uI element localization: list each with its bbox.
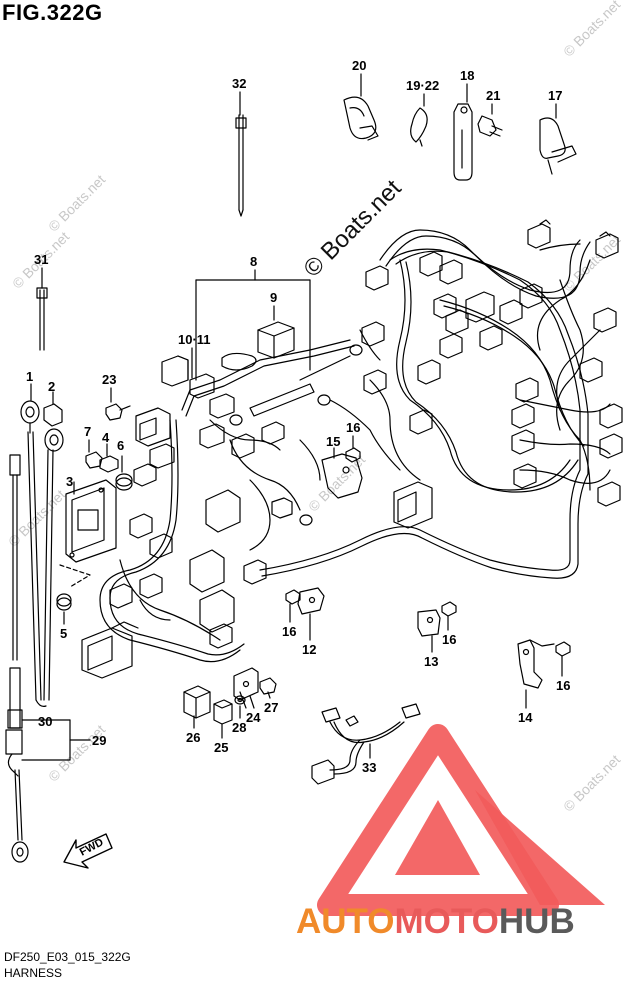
callout-6[interactable]: 6 — [117, 438, 124, 453]
callout-19-22[interactable]: 19·22 — [406, 78, 439, 93]
callout-20[interactable]: 20 — [352, 58, 366, 73]
bracket-12-icon[interactable] — [297, 587, 325, 615]
clamp-20-icon[interactable] — [343, 96, 379, 141]
collar-6-icon[interactable] — [115, 473, 133, 491]
bolt-7-icon[interactable] — [85, 451, 103, 469]
ecu-plate-3-icon[interactable] — [65, 479, 117, 563]
callout-10-11[interactable]: 10·11 — [178, 332, 211, 347]
sensor-connector-icon[interactable] — [361, 219, 623, 529]
clamp-17-icon[interactable] — [539, 117, 577, 175]
brand-part-moto: MOTO — [394, 902, 499, 941]
callout-28[interactable]: 28 — [232, 720, 246, 735]
callout-16[interactable]: 16 — [442, 632, 456, 647]
figure-name: HARNESS — [4, 966, 63, 980]
bracket-14-icon[interactable] — [517, 639, 555, 689]
bolt-16-icon[interactable] — [285, 447, 571, 657]
callout-30[interactable]: 30 — [38, 714, 52, 729]
callout-14[interactable]: 14 — [518, 710, 533, 725]
cable-tie-31-icon[interactable] — [36, 287, 48, 351]
fwd-arrow-icon — [63, 833, 113, 869]
automotohub-brand: AUTOMOTOHUB — [296, 902, 575, 942]
callout-9[interactable]: 9 — [270, 290, 277, 305]
callout-32[interactable]: 32 — [232, 76, 246, 91]
harness-connector-icon[interactable] — [81, 344, 363, 679]
main-wiring-harness-icon[interactable] — [99, 229, 611, 663]
callout-1[interactable]: 1 — [26, 369, 33, 384]
callout-16[interactable]: 16 — [282, 624, 296, 639]
battery-cable-1-icon[interactable] — [20, 400, 47, 707]
callout-7[interactable]: 7 — [84, 424, 91, 439]
callout-25[interactable]: 25 — [214, 740, 228, 755]
clip-19-22-icon[interactable] — [410, 107, 428, 147]
callout-12[interactable]: 12 — [302, 642, 316, 657]
bolt-23-icon[interactable] — [105, 403, 131, 421]
bracket-13-icon[interactable] — [417, 609, 441, 637]
figure-code: DF250_E03_015_322G — [4, 950, 131, 964]
callout-18[interactable]: 18 — [460, 68, 474, 83]
sub-harness-33-icon[interactable] — [311, 703, 421, 785]
callout-4[interactable]: 4 — [102, 430, 110, 445]
bolt-21-icon[interactable] — [477, 115, 503, 137]
callout-24[interactable]: 24 — [246, 710, 261, 725]
bracket-24-icon[interactable] — [233, 667, 259, 709]
callout-15[interactable]: 15 — [326, 434, 340, 449]
brand-part-hub: HUB — [498, 902, 575, 941]
callout-8[interactable]: 8 — [250, 254, 257, 269]
callout-16[interactable]: 16 — [346, 420, 360, 435]
callout-23[interactable]: 23 — [102, 372, 116, 387]
callout-29[interactable]: 29 — [92, 733, 106, 748]
bracket-15-icon[interactable] — [321, 453, 363, 499]
washer-4-icon[interactable] — [99, 455, 119, 473]
automotohub-logo-icon — [317, 724, 605, 916]
callout-21[interactable]: 21 — [486, 88, 500, 103]
callout-5[interactable]: 5 — [60, 626, 67, 641]
grommet-5-icon[interactable] — [56, 593, 72, 611]
callout-16[interactable]: 16 — [556, 678, 570, 693]
washer-28-icon[interactable] — [234, 695, 246, 705]
fuse-cable-icon[interactable] — [5, 454, 29, 863]
battery-cable-2-icon[interactable] — [43, 428, 64, 701]
bracket-18-icon[interactable] — [453, 103, 473, 181]
relay-9-icon[interactable] — [221, 321, 295, 371]
callout-33[interactable]: 33 — [362, 760, 376, 775]
cap-2-icon[interactable] — [43, 403, 63, 427]
callout-2[interactable]: 2 — [48, 379, 55, 394]
cable-tie-32-icon[interactable] — [235, 114, 247, 217]
callout-17[interactable]: 17 — [548, 88, 562, 103]
figure-title: FIG.322G — [2, 0, 103, 25]
callout-labels: 1 2 3 4 5 6 7 8 9 10·11 12 13 14 15 16 1… — [26, 58, 570, 775]
brand-part-auto: AUTO — [296, 902, 395, 941]
callout-31[interactable]: 31 — [34, 252, 48, 267]
callout-27[interactable]: 27 — [264, 700, 278, 715]
fwd-label: FWD — [78, 836, 106, 858]
callout-26[interactable]: 26 — [186, 730, 200, 745]
callout-13[interactable]: 13 — [424, 654, 438, 669]
cap-25-icon[interactable] — [213, 699, 233, 725]
callout-3[interactable]: 3 — [66, 474, 73, 489]
bolt-27-icon[interactable] — [259, 677, 277, 695]
cap-26-icon[interactable] — [183, 685, 211, 719]
